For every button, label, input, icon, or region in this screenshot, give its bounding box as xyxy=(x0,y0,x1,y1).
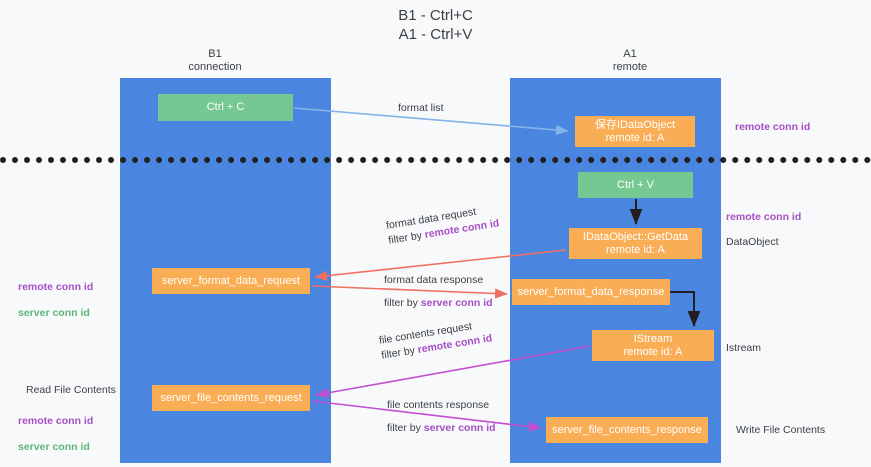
filter-key-server-conn-id: server conn id xyxy=(420,297,493,309)
node-ctrl-v[interactable]: Ctrl + V xyxy=(578,172,693,198)
node-server-format-data-request[interactable]: server_format_data_request xyxy=(152,268,310,294)
annotation-left-bottom: remote conn id server conn id xyxy=(18,402,93,467)
node-server-file-contents-request[interactable]: server_file_contents_request xyxy=(152,385,310,411)
annotation-left-middle: remote conn id server conn id xyxy=(18,268,93,333)
edge-label-file-contents-response-main: file contents response xyxy=(387,399,490,411)
annotation-left-middle-server: server conn id xyxy=(18,307,90,319)
node-istream[interactable]: IStream remote id: A xyxy=(592,330,714,361)
node-save-idataobject[interactable]: 保存IDataObject remote id: A xyxy=(575,116,695,147)
filter-prefix: filter by xyxy=(384,297,421,309)
node-idataobject-getdata[interactable]: IDataObject::GetData remote id: A xyxy=(569,228,702,259)
edge-label-format-data-request: format data request filter by remote con… xyxy=(385,201,500,248)
node-server-file-contents-response[interactable]: server_file_contents_response xyxy=(546,417,708,443)
edge-label-file-contents-response-filter: filter by server conn id xyxy=(387,421,496,436)
annotation-left-middle-remote: remote conn id xyxy=(18,281,94,293)
annotation-left-bottom-remote: remote conn id xyxy=(18,415,94,427)
filter-key-server-conn-id: server conn id xyxy=(423,422,496,434)
filter-prefix: filter by xyxy=(387,422,424,434)
column-header-a1: A1 remote xyxy=(612,48,648,73)
edge-label-file-contents-response: file contents response filter by server … xyxy=(387,398,496,436)
annotation-remote-conn-id-top: remote conn id xyxy=(735,121,811,133)
annotation-write-file-contents: Write File Contents xyxy=(736,424,826,436)
annotation-left-bottom-server: server conn id xyxy=(18,441,90,453)
edge-label-format-data-response: format data response filter by server co… xyxy=(384,273,493,311)
annotation-read-file-contents: Read File Contents xyxy=(26,384,116,396)
column-header-b1: B1 connection xyxy=(188,48,242,73)
edge-label-format-data-response-filter: filter by server conn id xyxy=(384,296,493,311)
annotation-dataobject: DataObject xyxy=(726,236,779,248)
node-ctrl-c[interactable]: Ctrl + C xyxy=(158,94,293,121)
edge-label-format-list: format list xyxy=(398,102,444,114)
diagram-title: B1 - Ctrl+C A1 - Ctrl+V xyxy=(398,7,473,43)
annotation-remote-conn-id-mid: remote conn id xyxy=(726,211,802,223)
node-server-format-data-response[interactable]: server_format_data_response xyxy=(512,279,670,305)
edge-label-file-contents-request: file contents request filter by remote c… xyxy=(378,316,493,363)
annotation-istream: Istream xyxy=(726,342,762,354)
phase-divider xyxy=(0,157,871,163)
edge-label-format-data-response-main: format data response xyxy=(384,274,484,286)
